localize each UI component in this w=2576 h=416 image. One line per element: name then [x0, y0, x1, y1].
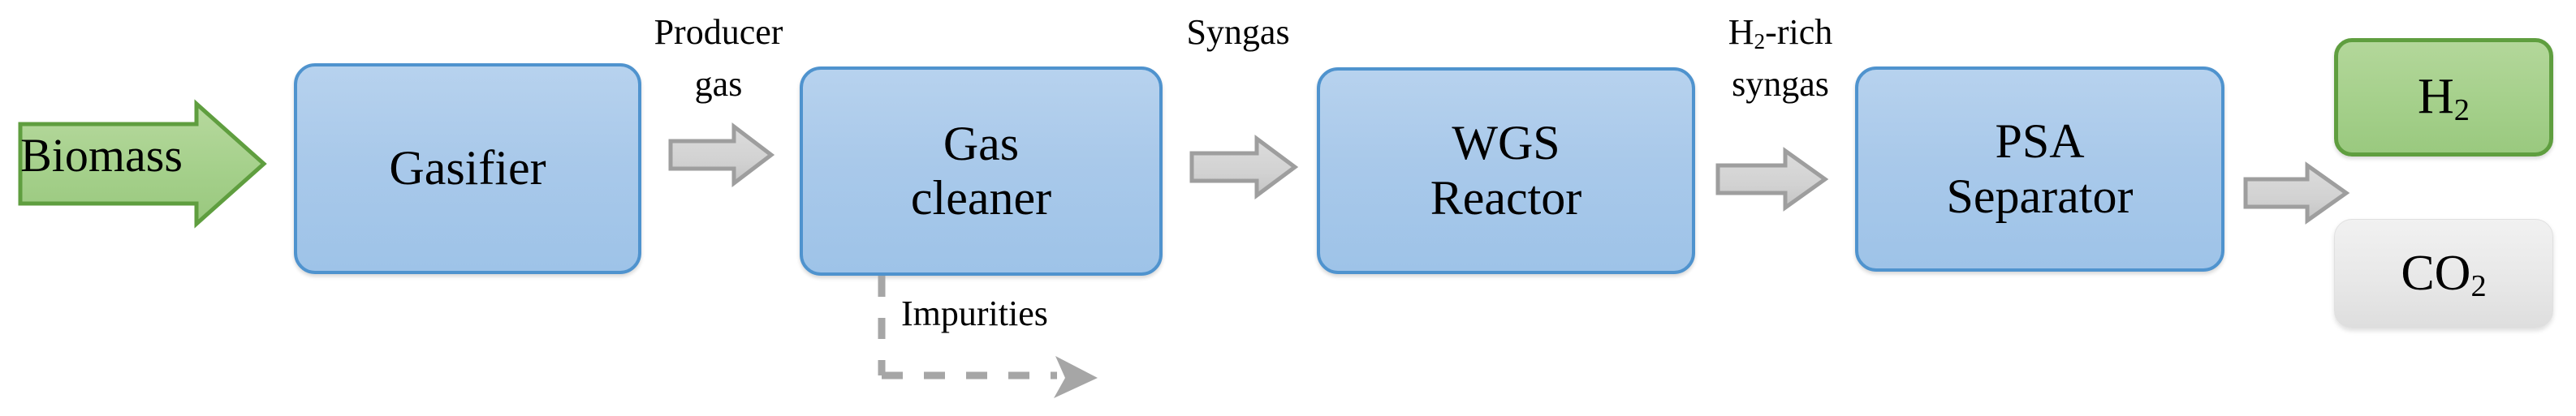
biomass-feed-label: Biomass	[20, 123, 183, 188]
producer-gas-line-1: Producer	[654, 12, 783, 52]
stream-label-h2-rich-syngas: H2-rich syngas	[1687, 6, 1874, 110]
process-box-wgs-reactor[interactable]: WGS Reactor	[1317, 67, 1695, 274]
process-box-psa-separator-line-2: Separator	[1946, 169, 2134, 223]
flow-arrow-syngas	[1189, 135, 1299, 199]
h2-rich-prefix: H	[1728, 12, 1754, 52]
co2-prefix: CO	[2401, 245, 2471, 301]
product-box-co2-label: CO2	[2401, 245, 2487, 304]
h2-prefix: H	[2418, 69, 2454, 125]
flow-arrow-products	[2243, 161, 2350, 225]
co2-subscript: 2	[2470, 269, 2487, 304]
stream-label-syngas: Syngas	[1153, 6, 1323, 58]
h2-subscript: 2	[2453, 92, 2470, 127]
flow-arrow-h2-rich-syngas	[1715, 147, 1829, 212]
flow-arrow-producer-gas	[668, 122, 775, 188]
h2-rich-subscript: 2	[1754, 29, 1766, 54]
h2-rich-line-1: H2-rich	[1687, 6, 1874, 58]
h2-rich-line-2: syngas	[1732, 63, 1829, 104]
process-box-wgs-reactor-line-2: Reactor	[1430, 170, 1582, 225]
syngas-line-1: Syngas	[1186, 12, 1290, 52]
stream-label-impurities: Impurities	[901, 288, 1048, 340]
process-box-gas-cleaner-line-1: Gas	[943, 116, 1020, 170]
impurities-dashed-connector	[878, 276, 1098, 398]
h2-rich-suffix: -rich	[1765, 12, 1833, 52]
biomass-feed-arrow	[18, 99, 267, 229]
process-box-psa-separator[interactable]: PSA Separator	[1855, 66, 2224, 272]
process-box-gas-cleaner-line-2: cleaner	[910, 171, 1052, 225]
biomass-feed-text: Biomass	[20, 128, 183, 182]
producer-gas-line-2: gas	[694, 63, 743, 104]
process-box-gasifier[interactable]: Gasifier	[294, 63, 641, 274]
product-box-co2[interactable]: CO2	[2334, 219, 2553, 328]
stream-label-producer-gas: Producer gas	[625, 6, 812, 110]
impurities-text: Impurities	[901, 294, 1048, 333]
process-box-wgs-reactor-line-1: WGS	[1452, 116, 1560, 170]
process-box-gas-cleaner[interactable]: Gas cleaner	[800, 66, 1163, 276]
process-box-psa-separator-line-1: PSA	[1995, 114, 2085, 169]
product-box-h2-label: H2	[2418, 69, 2470, 127]
process-box-gasifier-label: Gasifier	[389, 141, 546, 195]
product-box-h2[interactable]: H2	[2334, 38, 2553, 157]
